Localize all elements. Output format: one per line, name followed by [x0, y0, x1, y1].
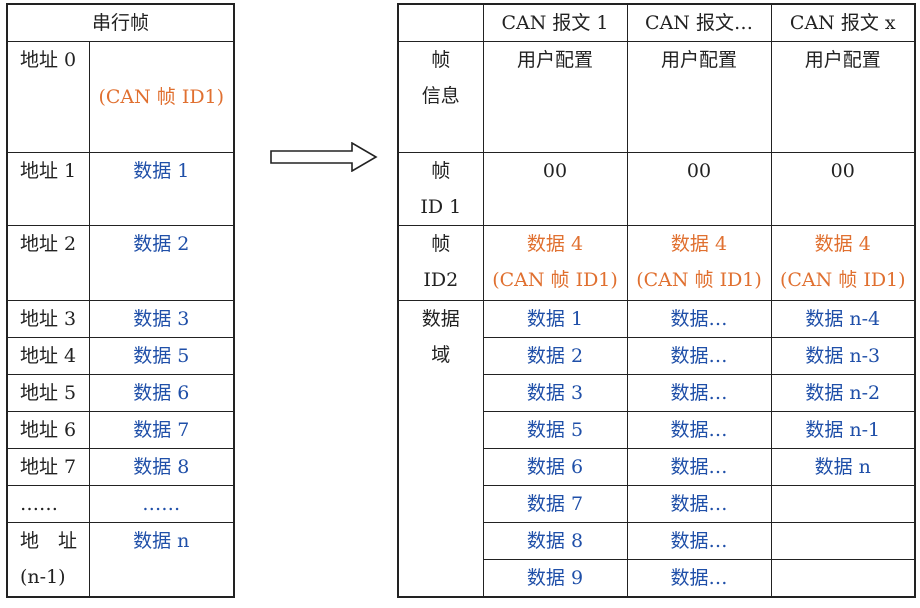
value-line1: 数据 4 [526, 233, 584, 255]
content-cell: (CAN 帧 ID1) [88, 41, 235, 153]
serial-frame-table: 串行帧 地址 0 (CAN 帧 ID1) 地址 1 数据 1 地址 2 数据 2… [6, 3, 236, 598]
address-cell: 地址 4 [6, 337, 90, 375]
data-cell: 数据 n-4 [770, 300, 916, 338]
address-cell: 地址 5 [6, 374, 90, 412]
label-line1: 帧 [431, 160, 451, 182]
label-line2: ID 1 [420, 196, 462, 218]
can-message-table: CAN 报文 1 CAN 报文… CAN 报文 x 帧 信息 用户配置 用户配置… [397, 3, 916, 598]
data-cell: 数据 3 [482, 374, 628, 412]
address-cell: 地址 2 [6, 225, 90, 301]
data-cell: 数据… [626, 559, 772, 598]
address-label-line2: (n-1) [20, 566, 66, 588]
frame-id2-cell: 数据 4 (CAN 帧 ID1) [626, 225, 772, 301]
address-cell: 地 址 (n-1) [6, 522, 90, 597]
can-message-header: CAN 报文… [626, 3, 772, 42]
address-cell: 地址 7 [6, 448, 90, 486]
value-line1: 数据 4 [814, 233, 871, 255]
address-cell: 地址 3 [6, 300, 90, 338]
frame-id2-cell: 数据 4 (CAN 帧 ID1) [482, 225, 628, 301]
label-line2: 域 [431, 344, 451, 366]
content-cell: 数据 8 [88, 448, 235, 486]
label-line2: ID2 [423, 269, 459, 291]
data-cell: 数据… [626, 522, 772, 560]
frame-id1-cell: 00 [626, 152, 772, 226]
data-field-label: 数据 域 [397, 300, 484, 598]
data-cell [770, 559, 916, 598]
can-message-header: CAN 报文 1 [482, 3, 628, 42]
address-cell: 地址 6 [6, 411, 90, 449]
data-cell: 数据 8 [482, 522, 628, 560]
data-cell: 数据 n-1 [770, 411, 916, 449]
serial-frame-header: 串行帧 [6, 3, 235, 42]
content-cell: 数据 3 [88, 300, 235, 338]
data-cell: 数据… [626, 374, 772, 412]
value-line1: 数据 4 [670, 233, 728, 255]
data-cell: 数据… [626, 300, 772, 338]
content-cell: 数据 5 [88, 337, 235, 375]
content-cell: 数据 2 [88, 225, 235, 301]
data-cell: 数据… [626, 448, 772, 486]
corner-cell [397, 3, 484, 42]
frame-info-label: 帧 信息 [397, 41, 484, 153]
address-cell: 地址 1 [6, 152, 90, 226]
data-cell: 数据 n [770, 448, 916, 486]
frame-id1-cell: 00 [770, 152, 916, 226]
data-cell: 数据 2 [482, 337, 628, 375]
data-cell: 数据 n-3 [770, 337, 916, 375]
frame-id2-label: 帧 ID2 [397, 225, 484, 301]
data-cell: 数据… [626, 485, 772, 523]
frame-id1-cell: 00 [482, 152, 628, 226]
value-line2: (CAN 帧 ID1) [636, 269, 762, 291]
frame-info-cell: 用户配置 [482, 41, 628, 153]
data-cell [770, 522, 916, 560]
content-cell: 数据 6 [88, 374, 235, 412]
content-cell: 数据 1 [88, 152, 235, 226]
frame-id1-label: 帧 ID 1 [397, 152, 484, 226]
content-cell: …… [88, 485, 235, 523]
address-cell: …… [6, 485, 90, 523]
value-line2: (CAN 帧 ID1) [492, 269, 618, 291]
data-cell: 数据 1 [482, 300, 628, 338]
data-cell: 数据 n-2 [770, 374, 916, 412]
value-line2: (CAN 帧 ID1) [779, 269, 906, 291]
label-line2: 信息 [421, 85, 460, 107]
data-cell: 数据 7 [482, 485, 628, 523]
label-line1: 帧 [431, 233, 451, 255]
address-cell: 地址 0 [6, 41, 90, 153]
address-label-line1: 地 址 [20, 530, 78, 552]
frame-info-cell: 用户配置 [770, 41, 916, 153]
label-line1: 数据 [421, 308, 460, 330]
data-cell: 数据… [626, 411, 772, 449]
frame-id2-cell: 数据 4 (CAN 帧 ID1) [770, 225, 916, 301]
can-message-header: CAN 报文 x [770, 3, 916, 42]
content-cell: 数据 7 [88, 411, 235, 449]
data-cell: 数据… [626, 337, 772, 375]
label-line1: 帧 [431, 49, 451, 71]
right-arrow-icon [270, 142, 378, 172]
data-cell: 数据 9 [482, 559, 628, 598]
data-cell: 数据 5 [482, 411, 628, 449]
data-cell: 数据 6 [482, 448, 628, 486]
frame-info-cell: 用户配置 [626, 41, 772, 153]
content-cell: 数据 n [88, 522, 235, 597]
data-cell [770, 485, 916, 523]
